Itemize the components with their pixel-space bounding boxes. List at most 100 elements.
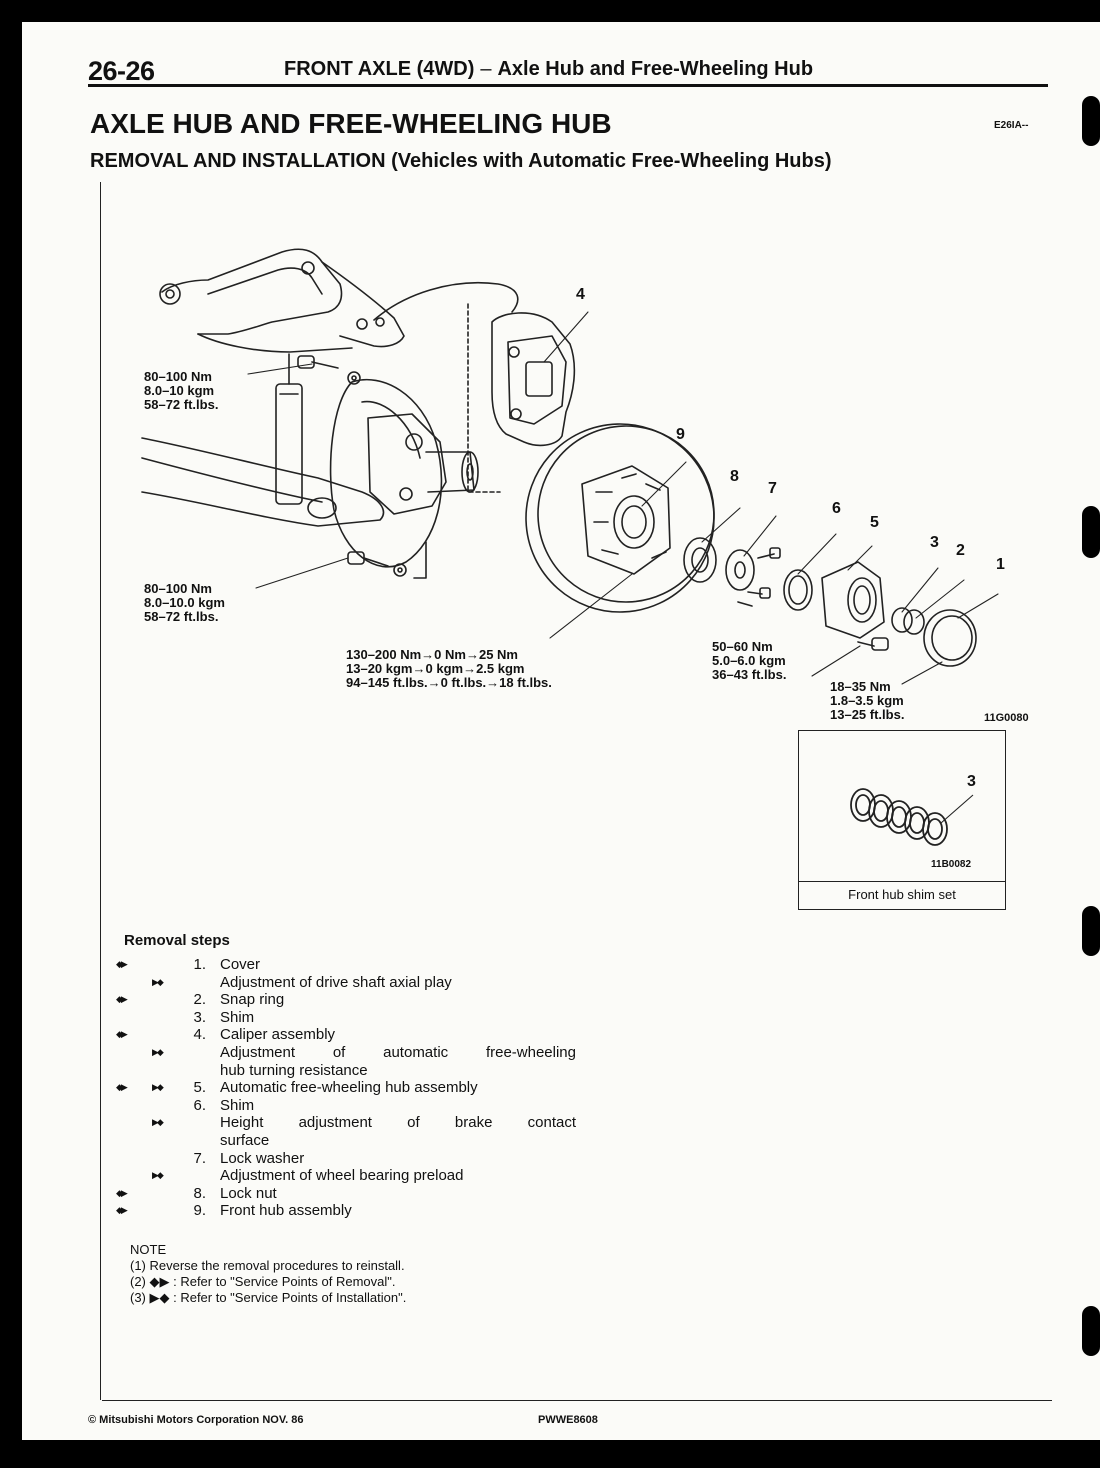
step-text: Adjustment of automatic free-wheeling bbox=[220, 1043, 576, 1061]
torque-cover: 18–35 Nm 1.8–3.5 kgm 13–25 ft.lbs. bbox=[830, 679, 905, 722]
inset-figure-code: 11B0082 bbox=[931, 859, 972, 870]
removal-step-row: 6.Shim bbox=[116, 1097, 576, 1115]
service-mark-installation: ▶◆ bbox=[152, 1046, 164, 1057]
part-number-4: 4 bbox=[576, 286, 585, 303]
step-number: 3. bbox=[193, 1008, 206, 1026]
service-mark-removal: ◆▶ bbox=[116, 1082, 128, 1093]
step-text: Height adjustment of brake contact bbox=[220, 1114, 576, 1132]
part-number-8: 8 bbox=[730, 468, 739, 485]
service-mark-installation: ▶◆ bbox=[152, 1170, 164, 1181]
step-number: 9. bbox=[193, 1202, 206, 1220]
shim-set-drawing bbox=[850, 788, 974, 846]
manual-page: 26-26 FRONT AXLE (4WD)–Axle Hub and Free… bbox=[22, 22, 1100, 1440]
upper-control-arm bbox=[159, 248, 405, 353]
running-header: FRONT AXLE (4WD)–Axle Hub and Free-Wheel… bbox=[284, 58, 813, 81]
footer-doc-number: PWWE8608 bbox=[538, 1414, 598, 1426]
step-number: 2. bbox=[193, 991, 206, 1009]
document-code: E26IA-- bbox=[994, 120, 1029, 131]
removal-step-row: ◆▶ 1. Cover bbox=[116, 956, 576, 974]
lock-nut bbox=[683, 537, 717, 583]
header-rule bbox=[88, 84, 1048, 87]
removal-steps-list: ◆▶ 1. Cover ▶◆ Adjustment of drive shaft axi… bbox=[116, 956, 576, 1220]
removal-step-row: ▶◆ Adjustment of automatic free-wheeling bbox=[116, 1044, 576, 1062]
step-text: Lock nut bbox=[220, 1184, 277, 1202]
upper-bolt bbox=[297, 355, 361, 385]
step-text: Snap ring bbox=[220, 991, 285, 1009]
caliper-assembly bbox=[467, 303, 576, 493]
note-block: NOTE (1) Reverse the removal procedures … bbox=[130, 1242, 406, 1306]
torque-lock-nut: 130–200 Nm→0 Nm→25 Nm 13–20 kgm→0 kgm→2.… bbox=[346, 647, 552, 690]
step-number: 1. bbox=[193, 956, 206, 973]
steering-knuckle bbox=[367, 413, 479, 515]
service-mark-removal: ◆▶ bbox=[116, 1205, 128, 1216]
page-title: AXLE HUB AND FREE-WHEELING HUB bbox=[90, 108, 612, 139]
lock-washer bbox=[725, 547, 781, 607]
section-title: FRONT AXLE (4WD) bbox=[284, 58, 475, 80]
binder-tab bbox=[1082, 506, 1100, 558]
part-number-6: 6 bbox=[832, 500, 841, 517]
shim bbox=[783, 569, 813, 611]
service-mark-removal: ◆▶ bbox=[116, 1187, 128, 1198]
page-subtitle: REMOVAL AND INSTALLATION (Vehicles with … bbox=[90, 150, 832, 172]
removal-step-row: 7.Lock washer bbox=[116, 1150, 576, 1168]
step-text: Adjustment of drive shaft axial play bbox=[220, 973, 452, 991]
removal-step-row: ◆▶ 8. Lock nut bbox=[116, 1185, 576, 1203]
step-text: Cover bbox=[220, 956, 261, 973]
step-text: Caliper assembly bbox=[220, 1026, 336, 1044]
step-number: 7. bbox=[193, 1149, 206, 1167]
inset-caption: Front hub shim set bbox=[848, 887, 956, 902]
part-number-7: 7 bbox=[768, 480, 777, 497]
step-text: surface bbox=[220, 1131, 270, 1149]
margin-rule bbox=[100, 182, 101, 1400]
page-number: 26-26 bbox=[88, 56, 155, 86]
shim-set-inset: 3 11B0082 Front hub shim set bbox=[798, 730, 1006, 910]
part-number-1: 1 bbox=[996, 556, 1005, 573]
step-text: Automatic free-wheeling hub assembly bbox=[220, 1079, 478, 1097]
lower-control-arm bbox=[141, 437, 385, 527]
part-number-3: 3 bbox=[930, 534, 939, 551]
binder-tab bbox=[1082, 96, 1100, 146]
service-mark-removal: ◆▶ bbox=[116, 1029, 128, 1040]
front-hub-and-disc bbox=[525, 423, 715, 613]
removal-step-row: ▶◆ Height adjustment of brake contact bbox=[116, 1114, 576, 1132]
step-text: Front hub assembly bbox=[220, 1202, 352, 1220]
dust-shield bbox=[329, 378, 443, 568]
torque-free-wheeling-hub: 50–60 Nm 5.0–6.0 kgm 36–43 ft.lbs. bbox=[712, 639, 787, 682]
note-line-2: (2) ◆▶ : Refer to "Service Points of Rem… bbox=[130, 1274, 396, 1289]
binder-tab bbox=[1082, 1306, 1100, 1356]
removal-step-row: hub turning resistance bbox=[116, 1062, 576, 1080]
service-mark-installation: ▶◆ bbox=[152, 976, 164, 987]
leader-lines bbox=[247, 311, 999, 685]
removal-steps-heading: Removal steps bbox=[124, 932, 230, 949]
footer-rule bbox=[102, 1400, 1052, 1401]
removal-step-row: 3. Shim bbox=[116, 1009, 576, 1027]
part-number-5: 5 bbox=[870, 514, 879, 531]
free-wheeling-hub bbox=[821, 561, 889, 651]
hub-cover bbox=[923, 609, 977, 667]
footer-copyright: © Mitsubishi Motors Corporation NOV. 86 bbox=[88, 1414, 304, 1426]
step-text: hub turning resistance bbox=[220, 1061, 368, 1079]
service-mark-installation: ▶◆ bbox=[152, 1117, 164, 1128]
service-mark-removal: ◆▶ bbox=[116, 959, 128, 969]
torque-upper-ball-joint: 80–100 Nm 8.0–10 kgm 58–72 ft.lbs. bbox=[144, 369, 219, 412]
removal-step-row: ◆▶ 9. Front hub assembly bbox=[116, 1202, 576, 1220]
step-number: 6. bbox=[193, 1096, 206, 1114]
removal-step-row: ◆▶▶◆5.Automatic free-wheeling hub assemb… bbox=[116, 1079, 576, 1097]
note-heading: NOTE bbox=[130, 1242, 167, 1257]
brake-hose bbox=[373, 281, 519, 321]
removal-step-row: ◆▶ 2. Snap ring bbox=[116, 991, 576, 1009]
header-dash: – bbox=[480, 58, 492, 80]
step-number: 5. bbox=[193, 1079, 206, 1097]
removal-step-row: ◆▶ 4. Caliper assembly bbox=[116, 1026, 576, 1044]
removal-step-row: ▶◆ Adjustment of drive shaft axial play bbox=[116, 974, 576, 992]
shim-and-snap-ring bbox=[891, 607, 925, 635]
step-number: 4. bbox=[193, 1026, 206, 1044]
lower-bolt bbox=[347, 541, 427, 579]
service-mark-removal: ◆▶ bbox=[116, 994, 128, 1005]
removal-step-row: surface bbox=[116, 1132, 576, 1150]
step-number: 8. bbox=[193, 1184, 206, 1202]
note-line-3: (3) ▶◆ : Refer to "Service Points of Ins… bbox=[130, 1290, 407, 1305]
part-number-2: 2 bbox=[956, 542, 965, 559]
step-text: Shim bbox=[220, 1008, 255, 1026]
subsection-title: Axle Hub and Free-Wheeling Hub bbox=[497, 58, 814, 80]
